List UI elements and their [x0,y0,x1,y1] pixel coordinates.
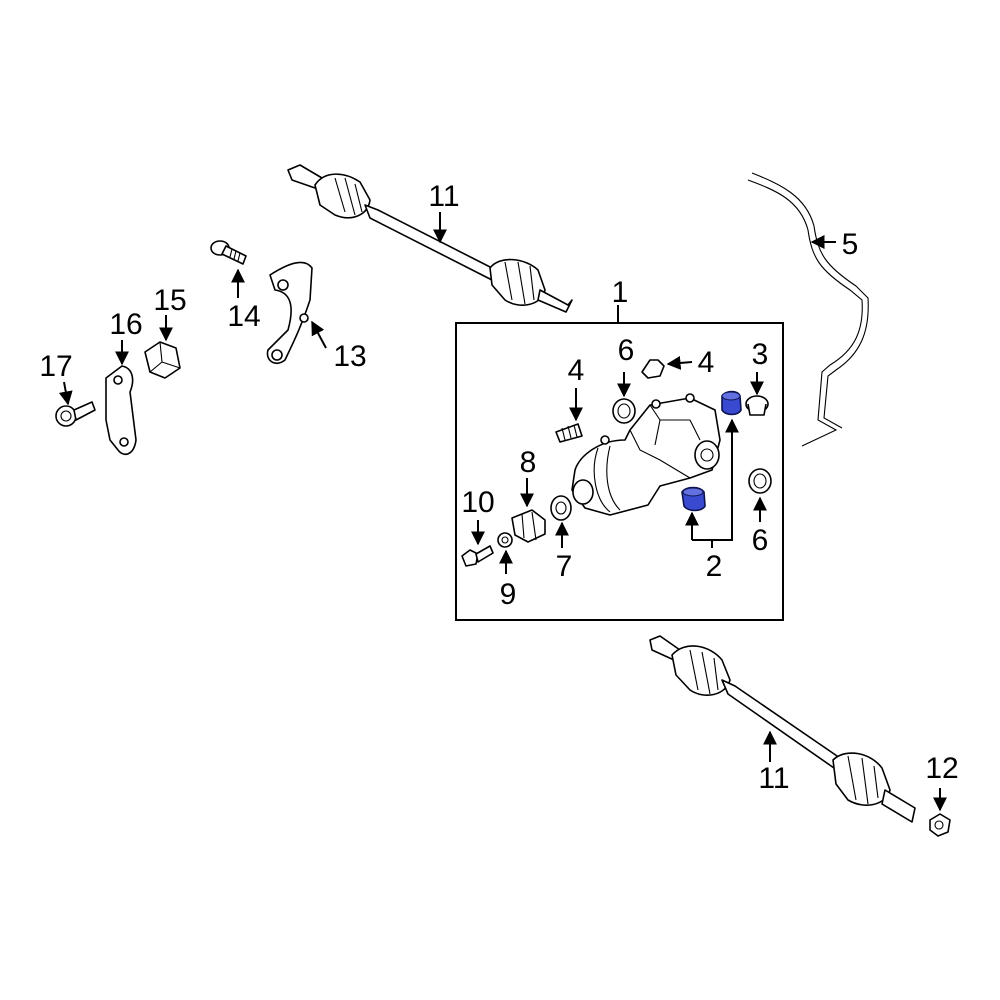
nut-15[interactable] [144,341,181,379]
bracket[interactable] [266,261,313,365]
callout-4-upper: 4 [698,346,715,379]
callout-15: 15 [153,284,186,317]
flange-8[interactable] [511,509,546,543]
plug-3[interactable] [745,395,769,416]
callout-1: 1 [612,276,629,309]
bushing-2-lower[interactable] [681,486,706,512]
callout-17: 17 [39,350,72,383]
leader-lines [58,212,947,812]
callout-8: 8 [520,446,537,479]
nut-12[interactable] [929,813,951,837]
callout-11-lower: 11 [758,762,789,795]
callout-12: 12 [925,752,958,785]
callout-5: 5 [842,228,859,261]
bolt-10[interactable] [461,545,494,567]
bolt-14[interactable] [210,240,247,265]
lower-axle-shaft[interactable] [649,635,916,823]
callout-13: 13 [333,340,366,373]
seal-7[interactable] [550,495,572,521]
bolt-17[interactable] [55,401,96,427]
callout-10: 10 [461,486,494,519]
callout-11-upper: 11 [428,180,459,213]
washer-9[interactable] [497,532,513,548]
stud-4-upper[interactable] [641,359,665,379]
differential-housing[interactable] [571,393,721,516]
bushing-2-upper[interactable] [721,390,742,416]
callout-16: 16 [109,308,142,341]
upper-axle-shaft[interactable] [287,164,573,313]
vent-hose[interactable] [747,172,869,447]
bracket-16[interactable] [105,365,137,456]
callout-6-right: 6 [752,524,769,557]
seal-6-upper[interactable] [612,398,636,424]
callout-4-left: 4 [568,354,585,387]
callout-6-upper: 6 [618,334,635,367]
callout-3: 3 [752,338,769,371]
callout-7: 7 [556,550,573,583]
callout-14: 14 [227,300,260,333]
stud-4-left[interactable] [555,423,583,443]
callout-labels: 11 11 1 5 3 4 6 4 6 2 8 7 9 10 12 13 14 … [39,180,958,795]
callout-9: 9 [500,578,517,611]
callout-2: 2 [706,550,723,583]
differential-group-box [455,322,784,621]
seal-6-right[interactable] [748,468,772,494]
